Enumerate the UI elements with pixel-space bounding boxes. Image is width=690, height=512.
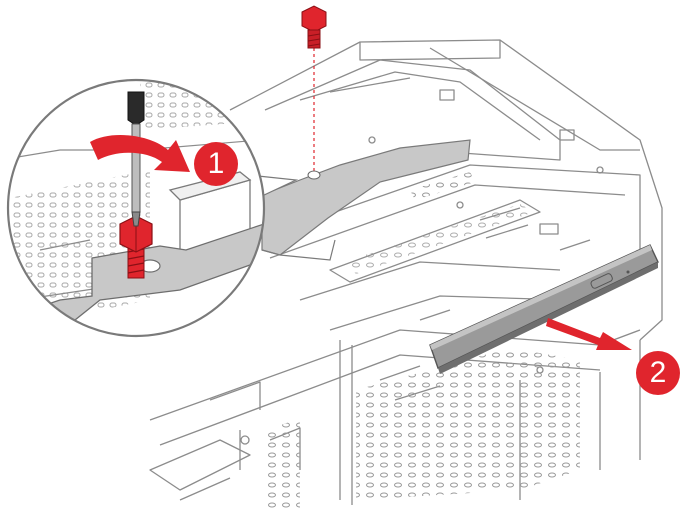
screw-hole bbox=[307, 170, 321, 180]
step-2-label: 2 bbox=[649, 356, 667, 389]
step-1-label: 1 bbox=[207, 147, 225, 180]
chassis-vent-holes bbox=[262, 172, 580, 510]
step-2-badge-circle bbox=[636, 351, 680, 395]
rotate-arrow-icon bbox=[90, 135, 190, 172]
screwdriver-icon bbox=[127, 91, 145, 227]
screw-icon bbox=[119, 215, 153, 279]
screw-icon bbox=[301, 5, 327, 49]
slide-out-arrow-icon bbox=[546, 318, 632, 350]
step-1-badge-circle bbox=[194, 142, 238, 186]
